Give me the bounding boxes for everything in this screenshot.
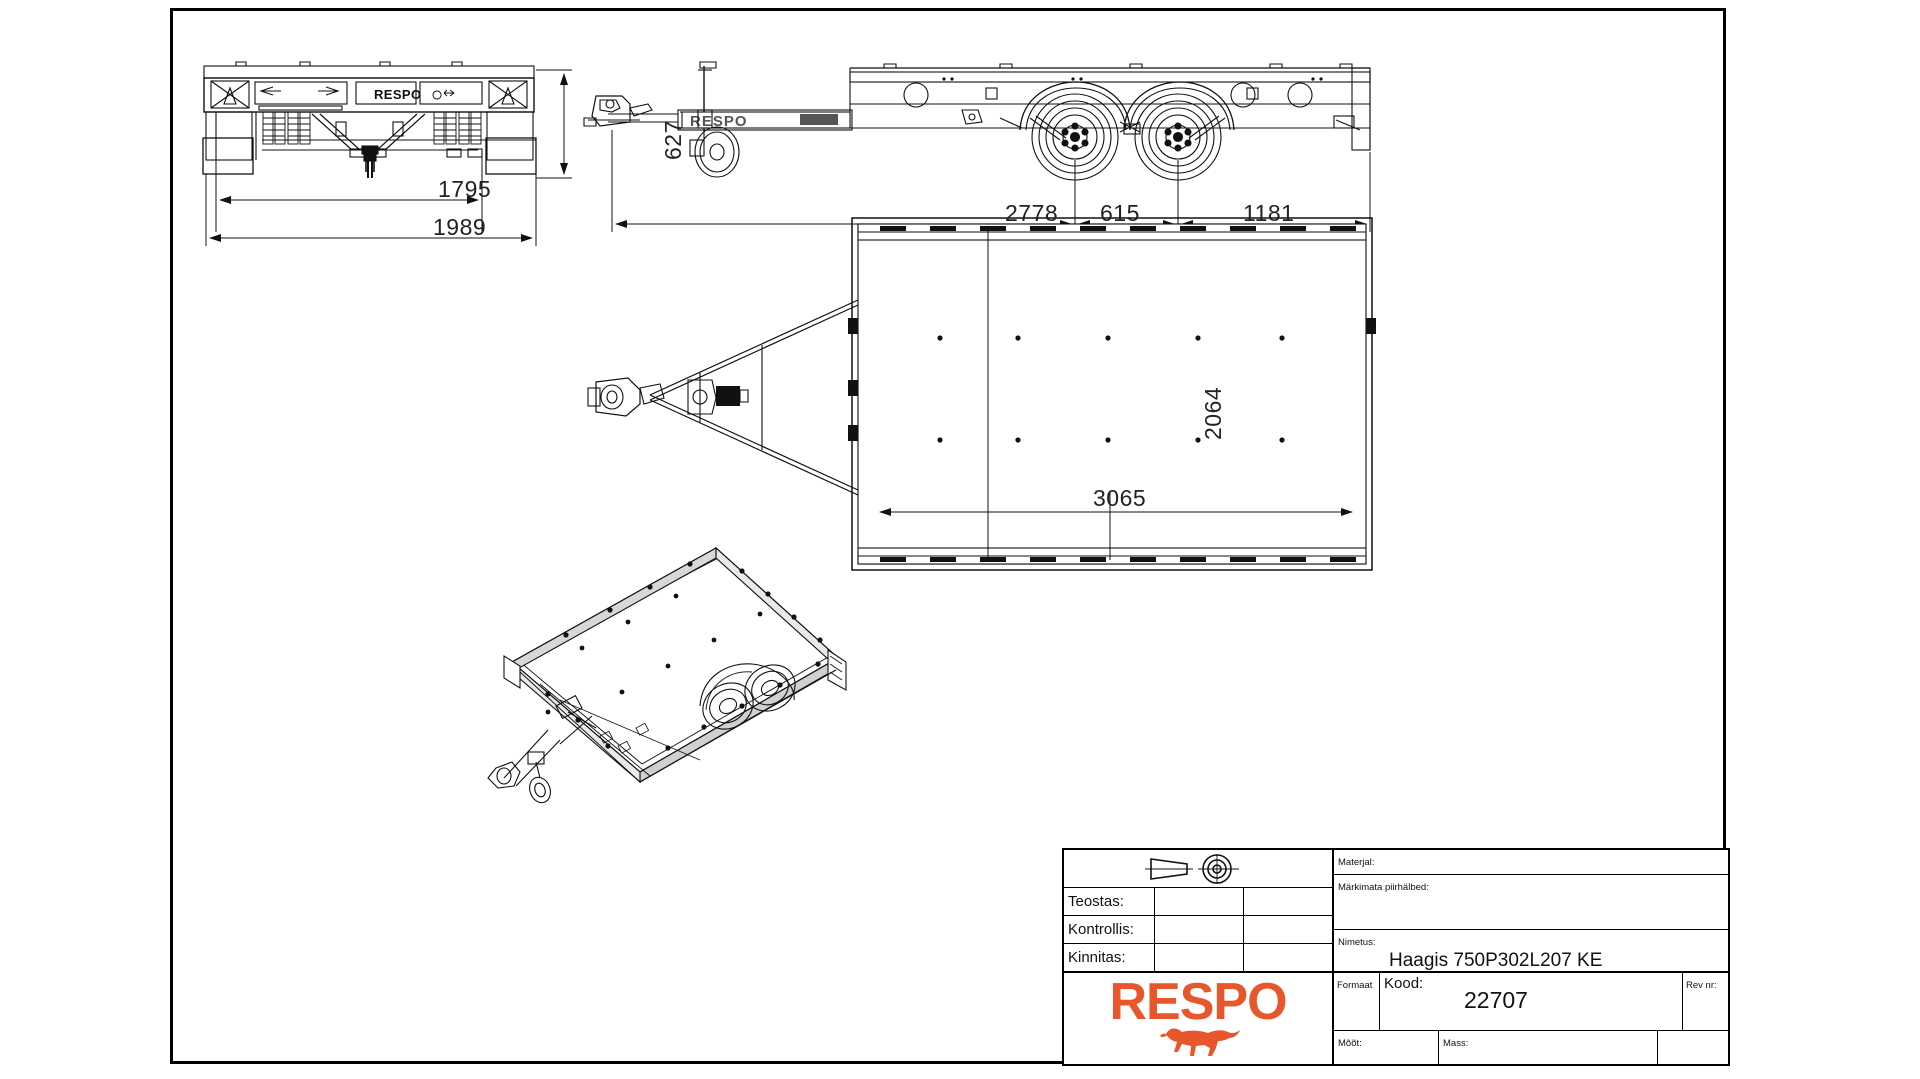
name-cell[interactable]: Nimetus: Haagis 750P302L207 KE — [1334, 930, 1728, 971]
label-mass: Mass: — [1443, 1038, 1469, 1049]
label-teostas: Teostas: — [1068, 893, 1124, 910]
svg-text:RESPO: RESPO — [374, 87, 422, 102]
revision-cell[interactable]: Rev nr: — [1683, 973, 1728, 1030]
plan-view-dimensions — [879, 228, 1353, 560]
dimension-label-2778: 2778 — [1005, 200, 1059, 226]
title-block-codes: Formaat Kood: 22707 Rev nr: Mõõt: — [1334, 973, 1728, 1064]
dimension-label-1181: 1181 — [1243, 200, 1295, 226]
title-block-row-teostas: Teostas: — [1064, 888, 1332, 916]
format-cell[interactable]: Formaat — [1334, 973, 1380, 1030]
kinnitas-date-field[interactable] — [1244, 944, 1332, 971]
label-nimetus: Nimetus: — [1338, 937, 1376, 948]
dimension-label-1989: 1989 — [433, 214, 487, 240]
front-view-geometry: RESPO — [202, 61, 537, 178]
isometric-view-geometry — [487, 546, 847, 804]
label-kinnitas: Kinnitas: — [1068, 949, 1126, 966]
mass-cell[interactable]: Mass: — [1439, 1031, 1658, 1064]
material-cell[interactable]: Materjal: — [1334, 850, 1728, 875]
side-view-geometry: RESPO — [583, 61, 1371, 181]
dimension-label-1795: 1795 — [438, 176, 492, 202]
size-cell[interactable]: Mõõt: — [1334, 1031, 1439, 1064]
label-materjal: Materjal: — [1338, 857, 1375, 868]
code-value: 22707 — [1464, 987, 1528, 1013]
front-view-dimensions — [205, 69, 572, 246]
dimension-label-627: 627 — [660, 120, 686, 160]
title-block-row-kinnitas: Kinnitas: — [1064, 944, 1332, 971]
teostas-date-field[interactable] — [1244, 888, 1332, 915]
tolerance-cell[interactable]: Märkimata piirhälbed: — [1334, 875, 1728, 930]
respo-logo-text: RESPO — [1109, 973, 1287, 1032]
title-block: Teostas: Kontrollis: Kinnitas: Ma — [1062, 848, 1730, 1066]
label-formaat: Formaat — [1337, 980, 1373, 991]
kontrollis-name-field[interactable] — [1155, 916, 1244, 943]
kinnitas-name-field[interactable] — [1155, 944, 1244, 971]
label-kontrollis: Kontrollis: — [1068, 921, 1134, 938]
label-rev-nr: Rev nr: — [1686, 980, 1717, 991]
kontrollis-date-field[interactable] — [1244, 916, 1332, 943]
first-angle-projection-icon — [1143, 853, 1253, 885]
respo-bull-icon — [1160, 1028, 1240, 1056]
label-kood: Kood: — [1384, 975, 1424, 992]
dimension-label-3065: 3065 — [1093, 485, 1147, 511]
dimension-label-615: 615 — [1100, 200, 1140, 226]
respo-logo: RESPO — [1064, 973, 1334, 1064]
drawing-title-value: Haagis 750P302L207 KE — [1389, 950, 1603, 971]
projection-symbol-cell — [1064, 850, 1332, 888]
title-block-right-column: Materjal: Märkimata piirhälbed: Nimetus:… — [1334, 850, 1728, 971]
plan-view-geometry — [587, 217, 1376, 571]
teostas-name-field[interactable] — [1155, 888, 1244, 915]
extra-cell[interactable] — [1658, 1031, 1728, 1064]
title-block-row-kontrollis: Kontrollis: — [1064, 916, 1332, 944]
dimension-label-2064: 2064 — [1200, 386, 1226, 440]
svg-text:RESPO: RESPO — [690, 113, 748, 130]
label-moot: Mõõt: — [1338, 1038, 1362, 1049]
label-piirhalbed: Märkimata piirhälbed: — [1338, 882, 1429, 893]
title-block-left-column: Teostas: Kontrollis: Kinnitas: — [1064, 850, 1334, 971]
code-cell[interactable]: Kood: 22707 — [1380, 973, 1683, 1030]
